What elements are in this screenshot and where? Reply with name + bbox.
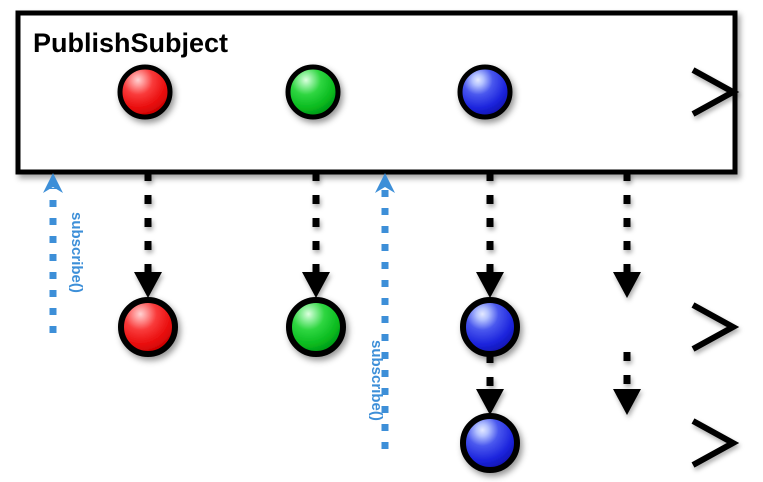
marble-blue bbox=[457, 64, 513, 120]
emission-arrows-level-two bbox=[476, 352, 641, 415]
subscribe-label-one: subscribe() bbox=[68, 212, 85, 293]
arrowhead-icon bbox=[375, 173, 395, 193]
emission-arrow-complete-one bbox=[613, 172, 641, 298]
arrowhead-icon bbox=[613, 272, 641, 298]
marble-red bbox=[117, 64, 173, 120]
arrowhead-icon bbox=[476, 389, 504, 415]
timeline-arrowhead-icon bbox=[691, 418, 740, 468]
marble-red bbox=[118, 297, 178, 357]
timeline-arrowhead-icon bbox=[691, 302, 740, 352]
subscriber-one-timeline bbox=[22, 297, 740, 357]
marble-blue bbox=[460, 297, 520, 357]
arrowhead-icon bbox=[302, 272, 330, 298]
arrowhead-icon bbox=[134, 272, 162, 298]
arrowhead-icon bbox=[613, 389, 641, 415]
emission-arrow-green bbox=[302, 172, 330, 298]
subscribe-label-two: subscribe() bbox=[368, 340, 385, 421]
emission-arrows-level-one bbox=[134, 172, 641, 298]
timeline-arrowhead-icon bbox=[691, 67, 740, 117]
page-title: PublishSubject bbox=[33, 28, 228, 58]
emission-arrow-blue-one bbox=[476, 172, 504, 298]
emission-arrow-red bbox=[134, 172, 162, 298]
subscribe-arrow-two[interactable]: subscribe() bbox=[368, 173, 395, 449]
emission-arrow-blue-two bbox=[476, 354, 504, 415]
publish-subject-timeline bbox=[22, 64, 740, 120]
emission-arrow-complete-two bbox=[613, 352, 641, 415]
arrowhead-icon bbox=[43, 173, 63, 193]
arrowhead-icon bbox=[476, 272, 504, 298]
marble-green bbox=[285, 64, 341, 120]
marble-blue bbox=[460, 413, 520, 473]
subscribe-arrow-one[interactable]: subscribe() bbox=[43, 173, 85, 333]
marble-green bbox=[286, 297, 346, 357]
subscriber-two-timeline bbox=[358, 413, 740, 473]
